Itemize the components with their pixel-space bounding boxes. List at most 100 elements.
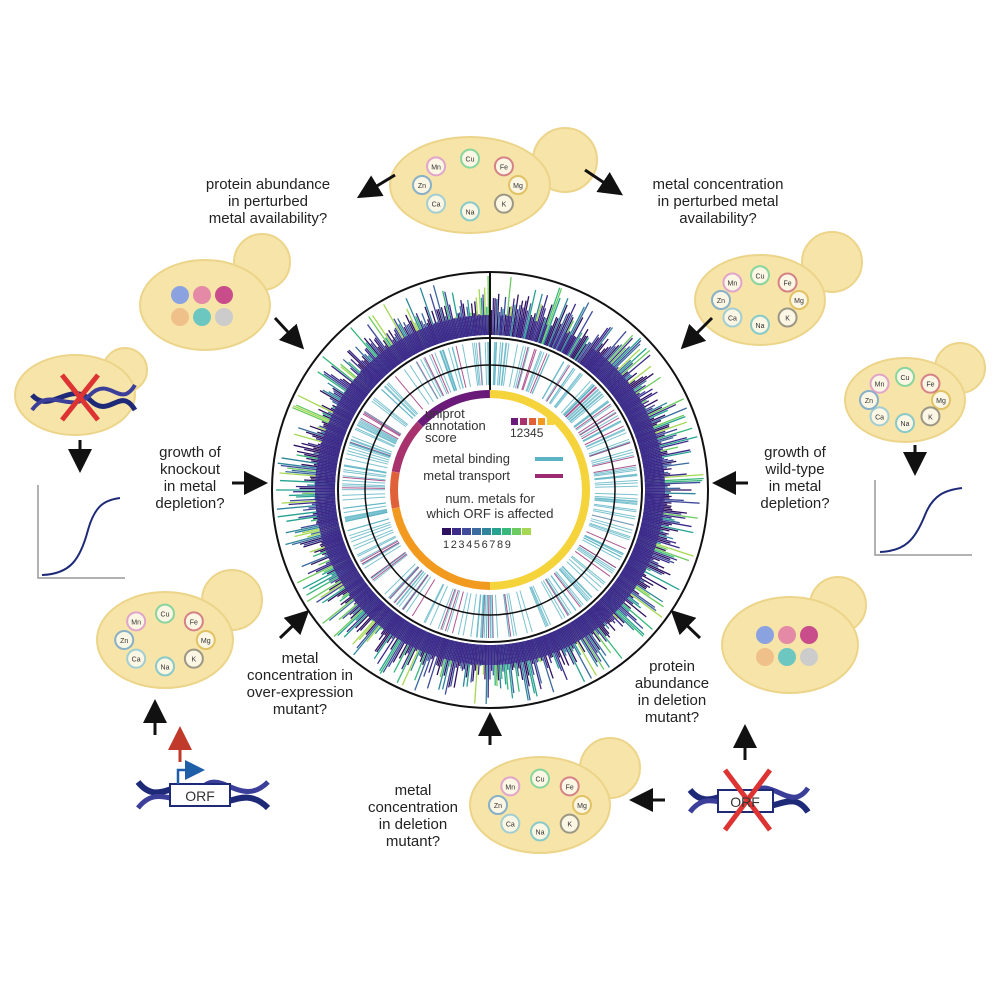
orf-bar (635, 541, 656, 550)
orf-bar (593, 604, 609, 621)
orf-bar (318, 453, 339, 459)
orf-bar (393, 618, 406, 637)
orf-bar (608, 376, 625, 391)
legend-num-metals-title: which ORF is affected (426, 506, 554, 521)
orf-bar (505, 315, 510, 336)
svg-text:Na: Na (161, 664, 170, 671)
metal-binding-mark (590, 520, 632, 534)
orf-bar (453, 641, 459, 662)
orf-bar (321, 441, 342, 449)
metal-binding-mark (594, 473, 638, 480)
metal-binding-mark (532, 585, 552, 626)
orf-bar (518, 642, 524, 663)
arrow (273, 316, 305, 350)
metal-binding-mark (344, 508, 387, 518)
orf-bar (556, 332, 567, 351)
orf-bar (605, 373, 622, 388)
metal-binding-mark (479, 594, 484, 638)
orf-bar (557, 628, 568, 648)
metal-binding-mark (540, 581, 563, 620)
metal-transport-mark (342, 476, 386, 482)
orf-bar (554, 303, 577, 350)
orf-bar (644, 472, 665, 476)
orf-bar (315, 472, 336, 476)
metal-ion: Cu (530, 768, 550, 789)
orf-bar (643, 508, 664, 513)
orf-bar (541, 288, 563, 345)
orf-bar (525, 319, 532, 340)
orf-bar (426, 326, 435, 346)
orf-bar (319, 448, 340, 455)
orf-bar (349, 384, 367, 398)
metal-ion: Zn (859, 390, 879, 410)
orf-bar (389, 616, 402, 634)
orf-bar (511, 294, 519, 337)
metal-binding-mark (589, 522, 631, 538)
orf-bar (590, 607, 605, 624)
metal-binding-mark (347, 447, 390, 461)
orf-bar (515, 300, 524, 338)
orf-bar (521, 310, 529, 339)
orf-bar (384, 613, 398, 631)
orf-bar (626, 562, 645, 574)
orf-bar (476, 644, 480, 665)
orf-bar (317, 518, 338, 524)
orf-bar (430, 324, 439, 345)
orf-bar (586, 610, 600, 628)
orf-bar (448, 319, 455, 340)
orf-bar (644, 475, 665, 479)
orf-bar (374, 606, 389, 623)
orf-bar (355, 376, 372, 391)
svg-text:K: K (567, 822, 572, 829)
num-metals-swatch (492, 528, 501, 535)
orf-bar (359, 593, 376, 609)
orf-bar (342, 394, 361, 407)
orf-bar (483, 644, 486, 665)
metal-binding-mark (583, 537, 623, 558)
metal-binding-mark (428, 354, 448, 395)
orf-bar (557, 332, 568, 352)
orf-bar (444, 320, 451, 341)
metal-transport-mark (478, 342, 483, 386)
orf-bar (318, 454, 339, 461)
orf-bar (618, 391, 636, 405)
cross-icon (723, 768, 772, 832)
orf-bar (429, 635, 438, 655)
orf-bar (505, 644, 510, 665)
orf-bar (432, 324, 441, 344)
metal-binding-mark (585, 429, 626, 448)
orf-bar (607, 375, 624, 390)
metal-ion: Mn (722, 272, 743, 293)
orf-bar (575, 618, 589, 636)
orf-bar (620, 572, 639, 585)
orf-bar (316, 511, 337, 516)
orf-bar (619, 394, 638, 407)
orf-bar (324, 541, 345, 550)
orf-bar (566, 310, 594, 356)
orf-bar (539, 324, 548, 344)
num-metals-swatch (522, 528, 531, 535)
orf-bar (422, 328, 432, 348)
orf-bar (644, 479, 665, 483)
orf-bar (354, 588, 372, 603)
question-metal-concentration-perturbed: metal concentration in perturbed metal a… (652, 176, 784, 227)
orf-bar (448, 640, 455, 661)
metal-binding-mark (566, 561, 599, 592)
metal-ion: K (183, 648, 204, 669)
orf-bar (357, 374, 374, 389)
orf-bar (445, 320, 453, 341)
metal-transport-mark (360, 417, 399, 440)
metal-binding-mark (343, 502, 386, 509)
orf-bar (622, 399, 641, 412)
orf-bar (546, 633, 556, 653)
orf-bar (644, 499, 665, 502)
orf-bar (350, 583, 368, 598)
metal-binding-mark (498, 342, 504, 386)
orf-bar (508, 643, 513, 664)
svg-text:Cu: Cu (756, 273, 765, 280)
metal-binding-mark (593, 468, 637, 476)
